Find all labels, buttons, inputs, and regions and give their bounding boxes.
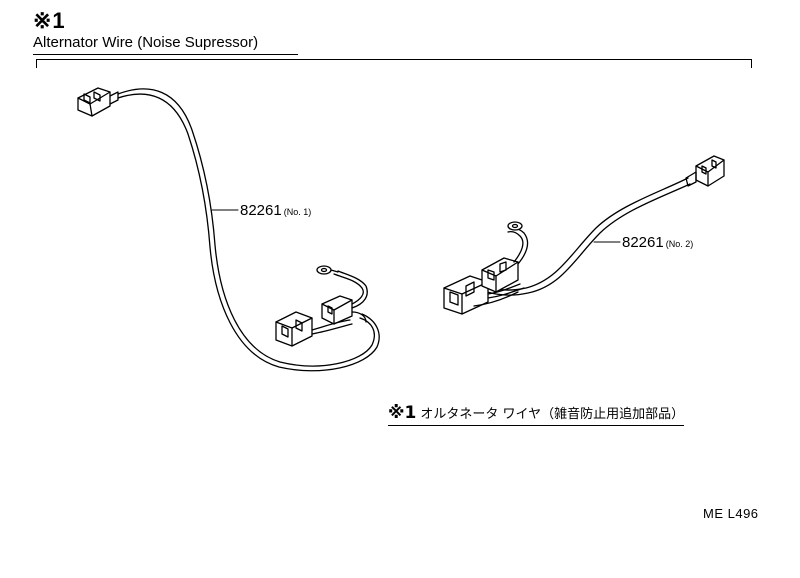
harness-no1 <box>77 87 380 372</box>
part-label-no1: 82261(No. 1) <box>240 202 311 219</box>
harness-no1-top-connector <box>77 87 119 117</box>
harness-no2-right-connector <box>685 155 725 187</box>
note-mark: ※1 <box>388 403 417 423</box>
diagram-title: Alternator Wire (Noise Supressor) <box>33 34 259 51</box>
part-number: 82261 <box>622 234 664 251</box>
harness-no2-left-connector <box>443 221 529 315</box>
note-text: オルタネータ ワイヤ（雑音防止用追加部品） <box>420 407 685 422</box>
title-underline <box>33 54 298 55</box>
part-label-no2: 82261(No. 2) <box>622 234 693 251</box>
part-variant: (No. 2) <box>665 239 694 249</box>
part-number: 82261 <box>240 202 282 219</box>
scope-bracket <box>36 59 752 68</box>
figure-code: ME L496 <box>703 506 759 521</box>
harness-no2 <box>443 155 725 315</box>
part-variant: (No. 1) <box>283 207 312 217</box>
harness-no1-lower-connector <box>275 265 368 347</box>
title-mark: ※1 <box>33 8 66 33</box>
